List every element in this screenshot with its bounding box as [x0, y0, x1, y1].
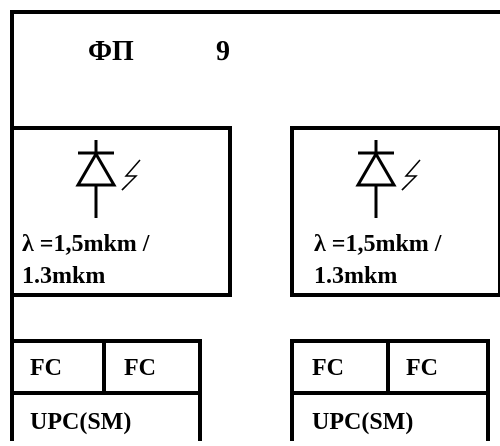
detector-2-wavelength-alt: 1.3mkm	[314, 263, 398, 289]
connector-1-type: UPC(SM)	[30, 409, 132, 435]
connector-block-2	[290, 339, 490, 441]
module-title-number: 9	[216, 36, 230, 67]
connector-2-left-label: FC	[312, 355, 344, 381]
connector-1-right-label: FC	[124, 355, 156, 381]
photodiode-icon	[75, 140, 141, 218]
module-outline	[10, 10, 500, 441]
detector-1-wavelength: λ =1,5mkm /	[22, 231, 150, 257]
detector-2-wavelength: λ =1,5mkm /	[314, 231, 442, 257]
photodiode-icon	[355, 140, 421, 218]
connector-block-1	[12, 339, 202, 441]
detector-1-wavelength-alt: 1.3mkm	[22, 263, 106, 289]
connector-2-type: UPC(SM)	[312, 409, 414, 435]
connector-2-right-label: FC	[406, 355, 438, 381]
detector-box-2	[290, 126, 500, 297]
detector-box-1	[10, 126, 232, 297]
module-title-prefix: ФП	[88, 36, 134, 67]
connector-1-left-label: FC	[30, 355, 62, 381]
